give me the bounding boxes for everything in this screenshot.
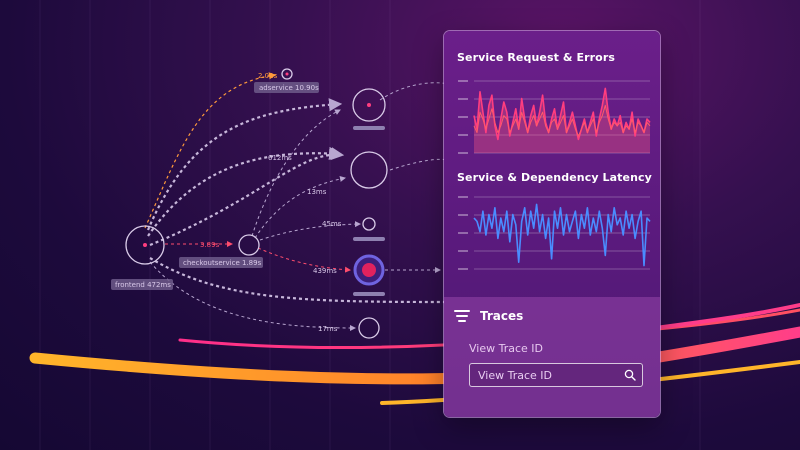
map-edge (146, 98, 343, 231)
series-line (473, 87, 651, 141)
service-node[interactable] (350, 151, 388, 189)
map-edge (251, 109, 341, 237)
service-node[interactable] (352, 88, 386, 122)
edge-latency-label: 45ms (322, 220, 342, 228)
requests-errors-chart (458, 80, 651, 154)
edge-latency-label: 3.89s (200, 241, 220, 249)
y-tick (458, 250, 468, 252)
y-tick (458, 152, 468, 154)
map-edge (254, 176, 346, 239)
map-edge (257, 247, 351, 273)
frontend-label: frontend 472ms (115, 281, 171, 289)
service-node[interactable] (358, 317, 380, 339)
y-tick (458, 268, 468, 270)
map-edge (147, 146, 343, 237)
y-tick (458, 196, 468, 198)
series-area (474, 88, 650, 153)
adservice-label-box (254, 82, 319, 93)
y-tick (458, 116, 468, 118)
y-tick (458, 134, 468, 136)
map-edge (259, 221, 361, 241)
frontend-label-box (111, 279, 173, 290)
map-edge (149, 147, 345, 247)
map-edge (149, 261, 356, 331)
trace-id-search-box[interactable] (469, 363, 643, 387)
latency-chart (458, 196, 651, 270)
service-node[interactable] (362, 217, 376, 231)
node-name-bar (353, 126, 385, 130)
frontend-node[interactable] (125, 225, 165, 265)
node-name-bar (353, 292, 385, 296)
checkoutservice-node[interactable] (238, 234, 260, 256)
y-tick (458, 98, 468, 100)
map-edge (149, 257, 446, 304)
checkoutservice-label-box (179, 257, 263, 268)
latency-chart-title: Service & Dependency Latency (457, 171, 652, 184)
edge-latency-label: 439ms (313, 267, 337, 275)
adservice-node[interactable] (281, 68, 293, 80)
y-tick (458, 232, 468, 234)
edge-latency-label: 17ms (318, 325, 338, 333)
series-line (473, 203, 651, 267)
edge-latency-label: 13ms (307, 188, 327, 196)
edge-latency-label: 612ms (268, 154, 292, 162)
traces-section: Traces View Trace ID (444, 297, 660, 417)
requests-chart-title: Service Request & Errors (457, 51, 616, 64)
map-edge (144, 72, 277, 229)
search-icon[interactable] (624, 369, 636, 381)
y-tick (458, 80, 468, 82)
trace-id-input[interactable] (478, 367, 618, 383)
map-edge (389, 158, 449, 171)
node-name-bar (353, 237, 385, 241)
light-streak (638, 303, 800, 332)
trace-id-label: View Trace ID (469, 342, 543, 355)
checkoutservice-label: checkoutservice 1.89s (183, 259, 262, 267)
menu-icon[interactable] (454, 310, 470, 322)
observability-panel: Service Request & Errors Service & Depen… (444, 31, 660, 417)
traces-title: Traces (480, 309, 524, 323)
y-tick (458, 214, 468, 216)
series-line (473, 104, 651, 137)
adservice-label: adservice 10.90s (259, 84, 319, 92)
edge-latency-label: 2.02s (258, 72, 278, 80)
